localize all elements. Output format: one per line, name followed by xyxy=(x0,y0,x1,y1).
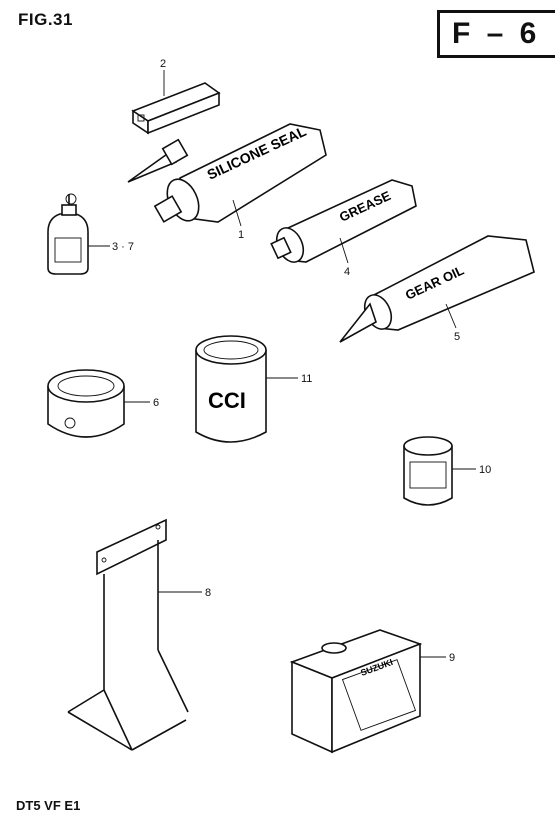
tin-part-6 xyxy=(47,369,125,438)
oil-can-part-9: SUZUKI xyxy=(289,629,423,754)
callout-2: 2 xyxy=(160,58,166,70)
cci-label: CCI xyxy=(208,388,246,413)
callout-4: 4 xyxy=(344,266,350,278)
cci-can-part-11: CCI xyxy=(195,335,267,443)
gear-oil-tube-part-5: GEAR OIL xyxy=(339,235,535,343)
nozzle-part xyxy=(127,138,189,183)
callout-10: 10 xyxy=(479,464,491,476)
small-can-part-10 xyxy=(403,436,453,506)
leader-1 xyxy=(232,199,242,227)
section-code-box: F – 6 xyxy=(437,10,555,58)
callout-9: 9 xyxy=(449,652,455,664)
callout-3-7: 3 · 7 xyxy=(112,241,134,253)
callout-11: 11 xyxy=(301,373,312,385)
callout-8: 8 xyxy=(205,587,211,599)
footer-code: DT5 VF E1 xyxy=(16,798,81,813)
callout-1: 1 xyxy=(238,229,244,241)
silicone-tube-part-1: SILICONE SEAL xyxy=(153,123,327,223)
leader-5 xyxy=(445,303,457,329)
block-part-2 xyxy=(131,82,221,135)
grease-tube-part-4: GREASE xyxy=(270,179,417,263)
leader-4 xyxy=(339,237,349,264)
callout-5: 5 xyxy=(454,331,460,343)
motor-stand-part-8 xyxy=(67,518,189,751)
callout-6: 6 xyxy=(153,397,159,409)
oil-bottle-part-3-7 xyxy=(47,193,89,275)
figure-label: FIG.31 xyxy=(18,10,73,29)
